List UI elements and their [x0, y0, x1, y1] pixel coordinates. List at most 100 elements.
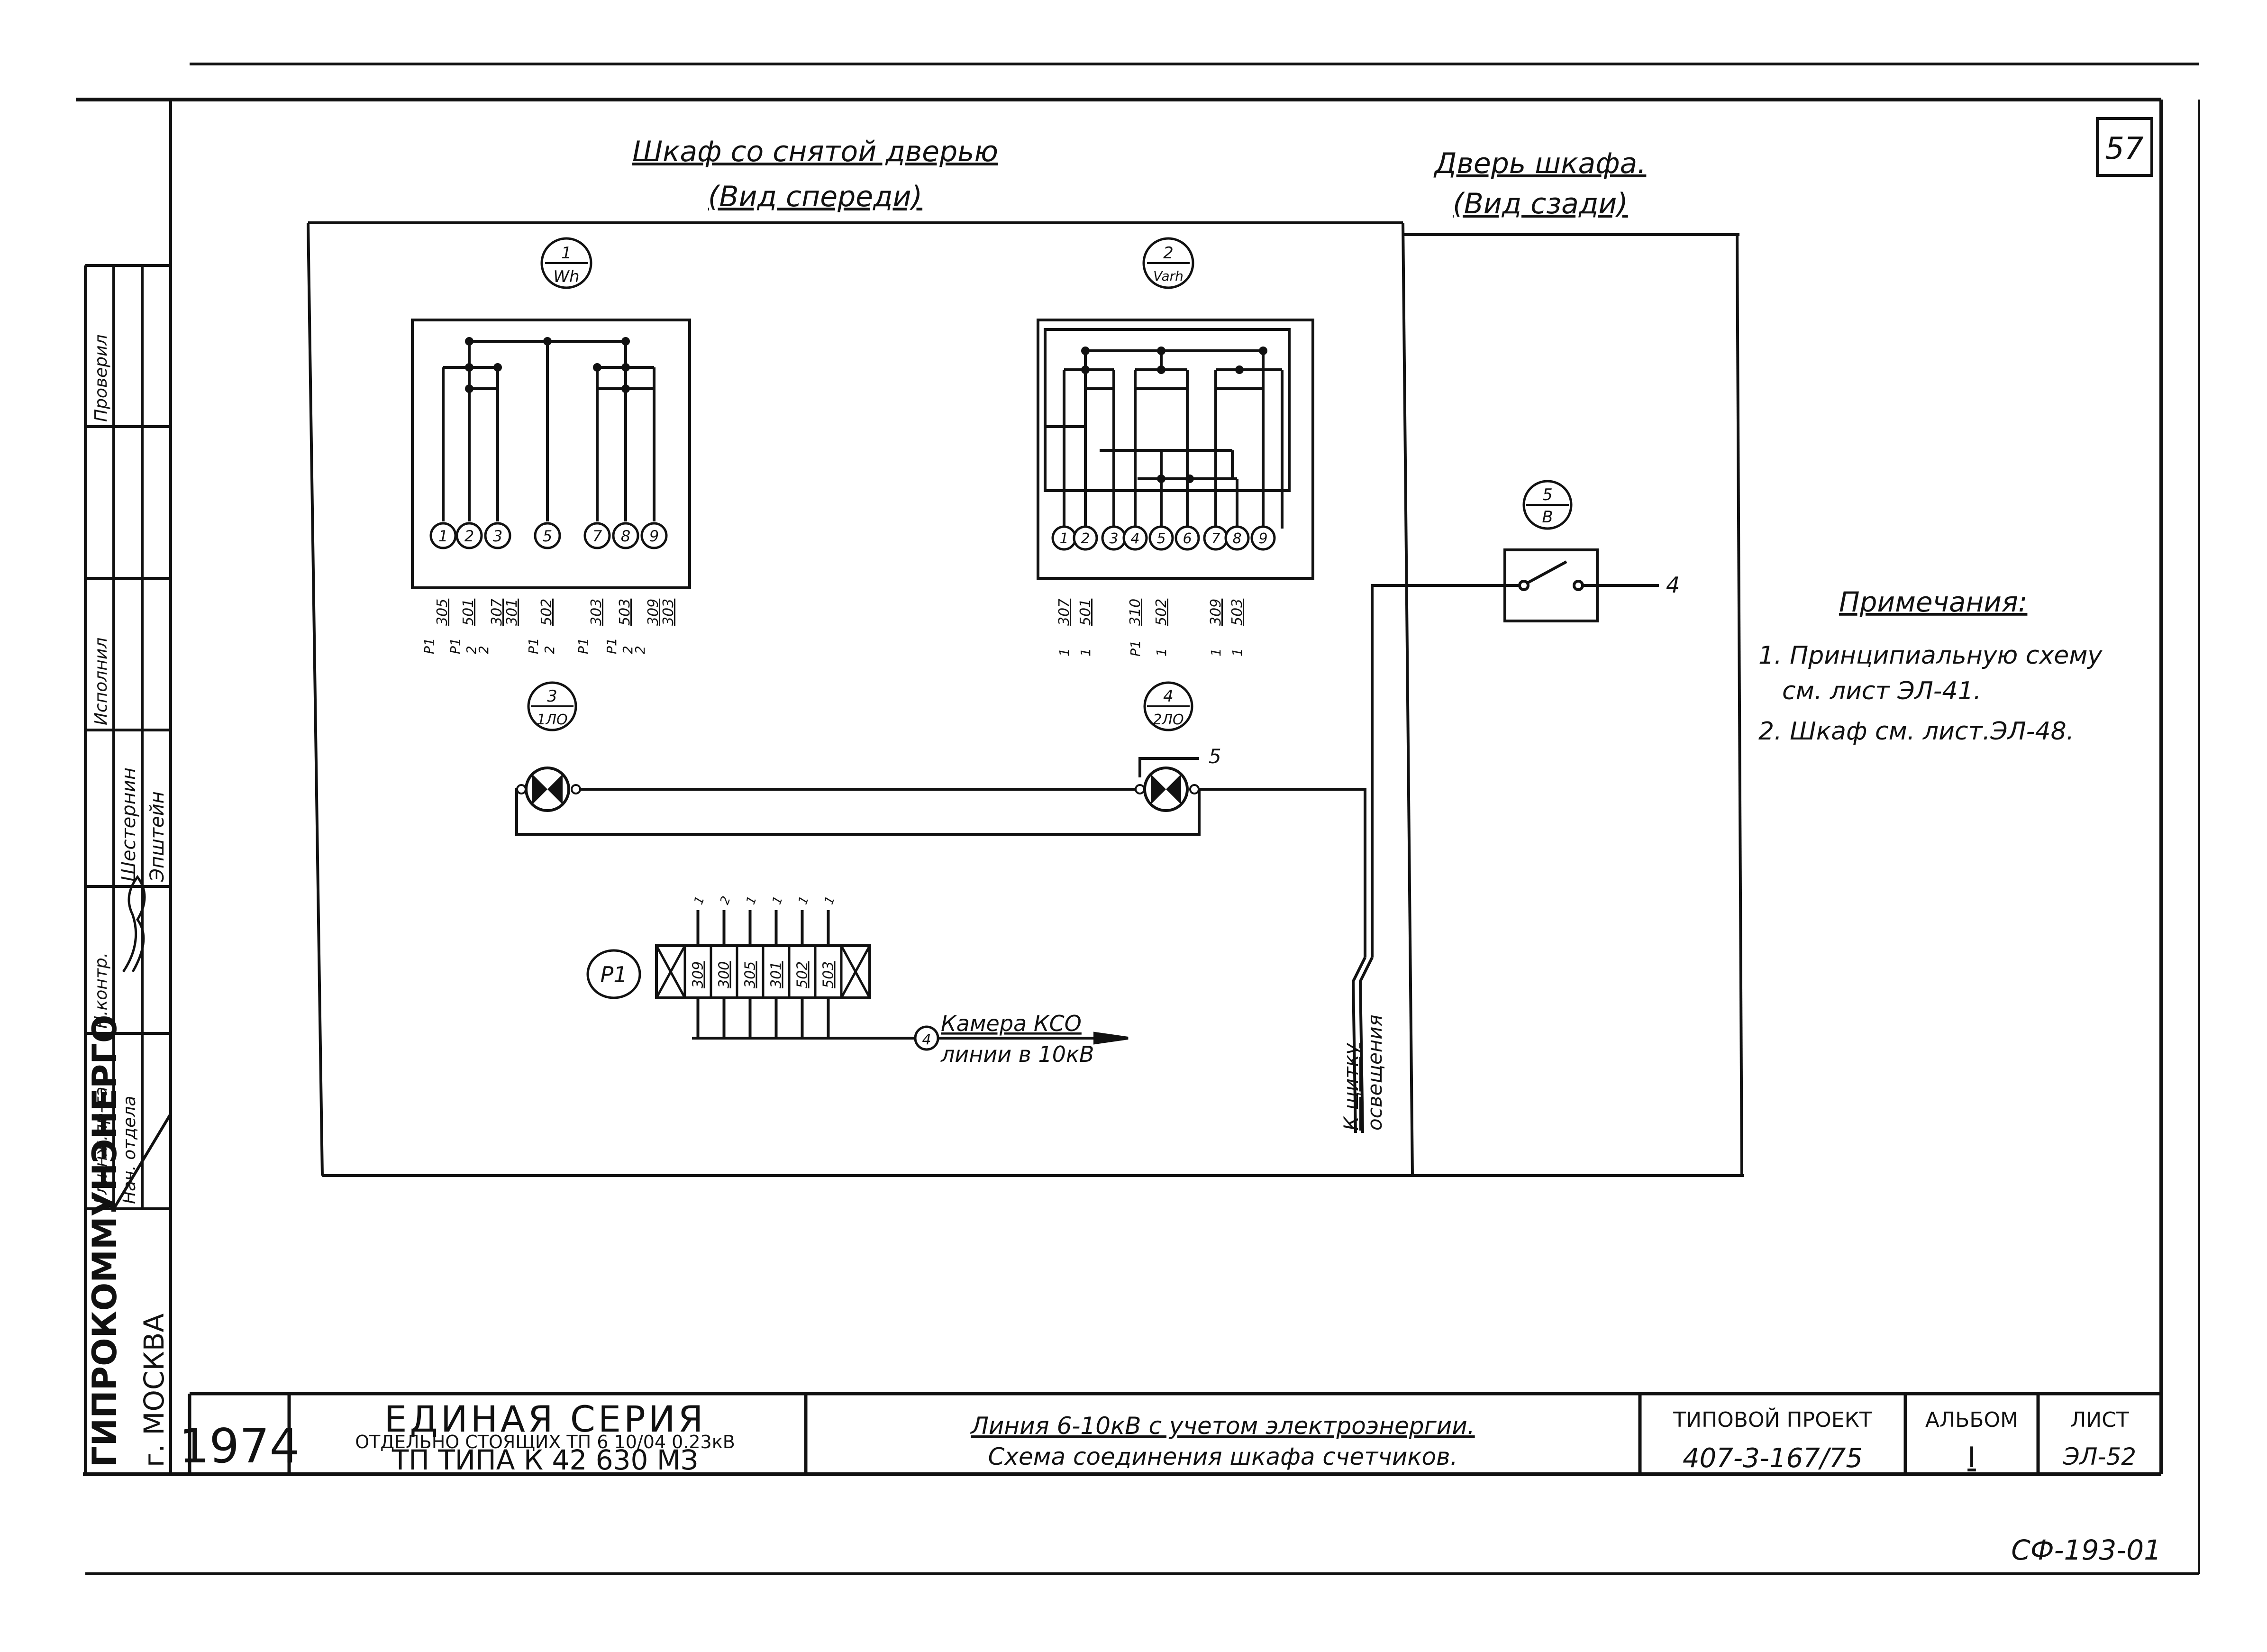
meter-wh-wire-mark-b: 2 [464, 646, 479, 654]
meter-wh-wire-mark: 2 [632, 646, 648, 654]
year: 1974 [179, 1418, 300, 1474]
headings: Шкаф со снятой дверью (Вид спереди) Двер… [632, 135, 1646, 220]
album-value: I [1967, 1441, 1976, 1474]
meter-varh-terminal: 9 [1250, 525, 1276, 551]
to-chamber-line1: Камера КСО [941, 1011, 1082, 1036]
meter-wh-terminal: 3 [484, 522, 511, 549]
album-label: АЛЬБОМ [1925, 1408, 2018, 1432]
title-block-text: 1974 ЕДИНАЯ СЕРИЯ ОТДЕЛЬНО СТОЯЩИХ ТП 6 … [179, 1398, 2136, 1476]
meter-wh-terminal-number: 1 [438, 527, 448, 545]
switch-tag: 5 В [1522, 480, 1573, 530]
meter-wh-terminal-number: 9 [649, 527, 659, 545]
org-name: ГИПРОКОММУНЭНЕРГО [85, 1015, 124, 1467]
lamp-1-label: 1ЛО [537, 712, 567, 728]
series-title: ЕДИНАЯ СЕРИЯ [384, 1398, 706, 1440]
project-value: 407-3-167/75 [1683, 1443, 1863, 1474]
terminal-cell-top-mark: 1 [822, 894, 838, 907]
meter-wh-wire-mark: P1 [526, 638, 541, 654]
sheet-value: ЭЛ-52 [2063, 1443, 2136, 1470]
meter-varh-terminal: 8 [1224, 525, 1250, 551]
meter-wh-terminal: 1 [429, 522, 457, 549]
meter-varh-terminal-number: 8 [1232, 530, 1241, 547]
meter-wh-wire-number: 501 [460, 599, 477, 626]
meter-wh-terminal: 9 [640, 522, 668, 549]
meter-wh-wire-mark: 2 [476, 646, 492, 654]
meter-varh-terminal: 5 [1148, 525, 1174, 551]
switch-label: В [1542, 508, 1553, 527]
meter-wh-terminal: 2 [455, 522, 483, 549]
name-shesternin: Шестернин [118, 767, 140, 882]
terminal-cell: 503 1 [814, 894, 838, 1038]
meter-varh-wire-number: 502 [1153, 599, 1170, 626]
switch-number: 5 [1542, 485, 1553, 504]
side-stamp-text: ГИПРОКОММУНЭНЕРГО г. МОСКВА Нач. отдела … [85, 334, 170, 1467]
name-epstein: Эпштейн [146, 791, 168, 882]
meter-wh-wire-mark: P1 [575, 638, 591, 654]
lamp-2-tag: 4 2ЛО [1143, 681, 1193, 731]
meter-varh-label: Varh [1153, 268, 1184, 284]
meter-varh-tag [1142, 237, 1194, 289]
meter-varh-wire-number: 309 [1208, 599, 1224, 626]
drawing-caption-2: Схема соединения шкафа счетчиков. [988, 1443, 1457, 1470]
meter-varh-terminal: 6 [1174, 525, 1200, 551]
meter-wh-wire-number-alt: 303 [660, 599, 677, 626]
terminal-cell-top-mark: 2 [718, 894, 734, 907]
lamp-2 [1135, 767, 1200, 812]
tp-type: ТП ТИПА К 42 630 МЗ [391, 1444, 698, 1476]
meter-wh-wire-mark-b: 2 [542, 646, 557, 654]
footer-code: СФ-193-01 [2011, 1534, 2161, 1566]
terminal-cell-top-mark: 1 [744, 894, 760, 907]
cabinet-front-subtitle: (Вид спереди) [708, 180, 922, 213]
meter-varh-terminal-number: 6 [1183, 530, 1192, 547]
switch-output-number: 4 [1666, 572, 1680, 598]
meter-varh-terminal: 1 [1051, 525, 1077, 551]
terminal-cell-top-mark: 1 [770, 894, 786, 907]
cabinet-outline [307, 221, 1744, 1177]
terminal-block-label: P1 [600, 962, 627, 987]
meter-wh-wire-number: 303 [588, 599, 605, 626]
meter-varh-number: 2 [1163, 244, 1174, 263]
meter-varh-terminal-number: 7 [1211, 530, 1220, 547]
meter-varh-terminal: 2 [1073, 525, 1098, 551]
role-norm-control: Н.контр. [91, 952, 111, 1029]
lamp-circuit [515, 757, 1366, 958]
meter-wh-tag [540, 237, 592, 289]
terminal-cell-number: 503 [820, 961, 837, 988]
meter-varh-wire-number: 503 [1229, 599, 1246, 626]
meter-varh-terminal: 4 [1122, 525, 1148, 551]
meter-varh-wire-mark: 1 [1229, 648, 1245, 657]
project-label: ТИПОВОЙ ПРОЕКТ [1673, 1407, 1872, 1432]
meter-wh-terminal: 7 [583, 522, 611, 549]
terminal-cell-top-mark: 1 [796, 894, 812, 907]
meter-wh-wire-number: 309 [645, 599, 662, 626]
lamp-1-tag: 3 1ЛО [527, 681, 577, 731]
meter-varh-wire-mark: 1 [1056, 648, 1072, 657]
meter-varh-terminal-number: 3 [1109, 530, 1118, 547]
meter-wh-label: Wh [553, 267, 579, 286]
meter-wh-terminal-number: 7 [592, 527, 602, 545]
meter-varh-wire-number: 501 [1077, 599, 1094, 626]
meter-wh-terminal: 8 [612, 522, 639, 549]
lamp-2-number: 4 [1163, 687, 1174, 706]
notes-title: Примечания: [1839, 586, 2027, 618]
meter-wh-wire-mark: P1 [421, 638, 437, 654]
meter-wh-body [411, 319, 691, 589]
meter-varh-body [1037, 319, 1314, 580]
role-checker: Проверил [91, 334, 111, 422]
meter-varh-wire-mark: 1 [1208, 648, 1224, 657]
lighting-feed [1351, 957, 1374, 1133]
meter-varh-wire-mark: 1 [1078, 648, 1093, 657]
meter-varh-terminal-number: 1 [1059, 530, 1068, 547]
terminal-cell-number: 300 [716, 961, 733, 988]
meter-wh-wire-number: 502 [538, 599, 555, 626]
lamp-1-number: 3 [547, 687, 557, 706]
